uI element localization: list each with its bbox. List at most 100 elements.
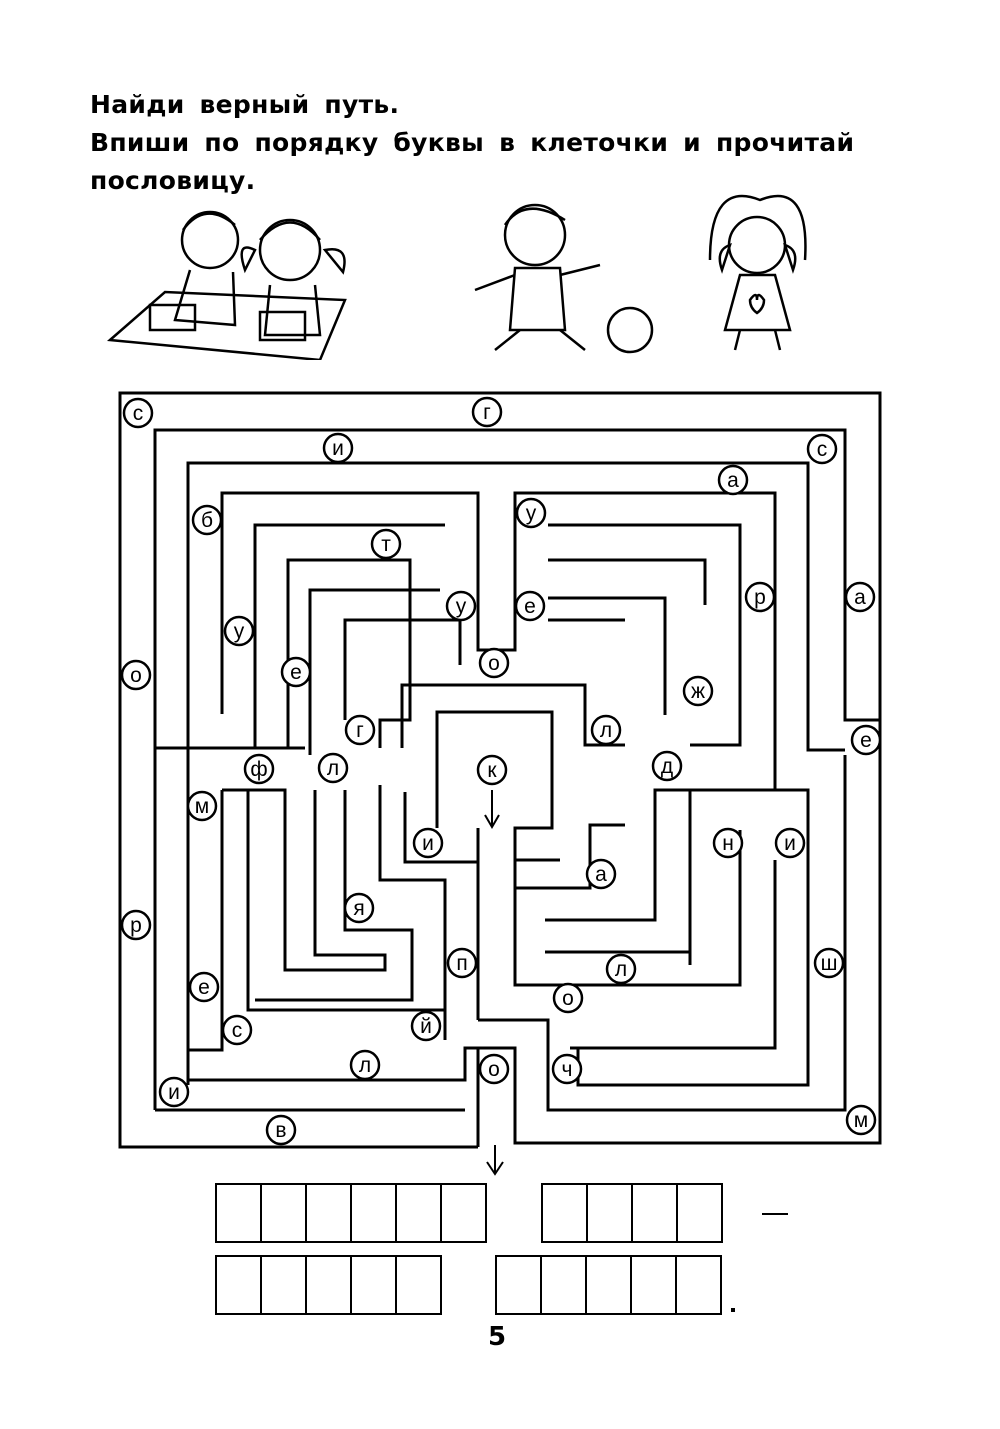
maze-letter: о xyxy=(552,982,584,1014)
maze-letter: б xyxy=(191,504,223,536)
letter-text: л xyxy=(327,757,339,780)
letter-text: а xyxy=(854,586,866,609)
letter-text: м xyxy=(195,795,209,818)
answer-letter-box[interactable] xyxy=(676,1183,723,1243)
letter-text: и xyxy=(784,832,796,855)
answer-letter-box[interactable] xyxy=(395,1255,442,1315)
letter-text: й xyxy=(420,1015,432,1038)
letter-text: е xyxy=(524,595,536,618)
maze-letter: п xyxy=(446,947,478,979)
letter-text: у xyxy=(234,620,245,643)
answer-letter-box[interactable] xyxy=(440,1183,487,1243)
letter-circle xyxy=(551,1053,583,1085)
maze-letter: е xyxy=(514,590,546,622)
letter-circle xyxy=(774,827,806,859)
maze-letter: и xyxy=(322,432,354,464)
answer-letter-box[interactable] xyxy=(260,1255,307,1315)
maze-letter: о xyxy=(478,1053,510,1085)
instruction-text-cont: пословицу. xyxy=(90,166,256,195)
maze-letter: у xyxy=(445,590,477,622)
page-number: 5 xyxy=(488,1322,507,1352)
maze-letter: а xyxy=(717,464,749,496)
instruction-title: Найди верный путь. xyxy=(90,90,400,119)
letter-circle xyxy=(445,590,477,622)
start-arrow xyxy=(484,790,500,829)
letter-text: ч xyxy=(562,1058,573,1081)
letter-text: и xyxy=(332,437,344,460)
letter-text: т xyxy=(381,533,391,556)
answer-letter-box[interactable] xyxy=(541,1183,588,1243)
maze-letter: к xyxy=(476,754,508,786)
letter-text: р xyxy=(130,914,142,937)
letter-text: о xyxy=(562,987,574,1010)
letter-circle xyxy=(806,433,838,465)
answer-letter-box[interactable] xyxy=(215,1183,262,1243)
answer-word-1 xyxy=(215,1183,487,1243)
letter-text: л xyxy=(359,1054,371,1077)
instruction-text: Впиши по порядку буквы в клеточки и проч… xyxy=(90,128,855,157)
answer-letter-box[interactable] xyxy=(260,1183,307,1243)
letter-text: ш xyxy=(821,952,838,975)
maze-letter: е xyxy=(188,971,220,1003)
letter-text: а xyxy=(595,863,607,886)
maze-letter: ч xyxy=(551,1053,583,1085)
maze-letter: й xyxy=(410,1010,442,1042)
letter-text: к xyxy=(487,759,497,782)
maze-letter: м xyxy=(845,1104,877,1136)
answer-word-2 xyxy=(541,1183,723,1243)
letter-text: с xyxy=(817,438,828,461)
maze-letter: н xyxy=(712,827,744,859)
letter-circle xyxy=(585,858,617,890)
dash xyxy=(762,1213,788,1215)
letter-text: л xyxy=(615,958,627,981)
answer-letter-box[interactable] xyxy=(585,1255,632,1315)
boy-with-ball-illustration xyxy=(474,203,654,354)
period xyxy=(731,1308,735,1312)
answer-letter-box[interactable] xyxy=(675,1255,722,1315)
letter-circle xyxy=(349,1049,381,1081)
letter-circle xyxy=(476,754,508,786)
letter-text: у xyxy=(526,502,537,525)
letter-circle xyxy=(446,947,478,979)
maze-letter: т xyxy=(370,528,402,560)
letter-text: г xyxy=(356,719,364,742)
maze-letter: а xyxy=(585,858,617,890)
answer-letter-box[interactable] xyxy=(305,1255,352,1315)
letter-text: а xyxy=(727,469,739,492)
answer-letter-box[interactable] xyxy=(350,1255,397,1315)
answer-letter-box[interactable] xyxy=(350,1183,397,1243)
answer-letter-box[interactable] xyxy=(395,1183,442,1243)
answer-letter-box[interactable] xyxy=(215,1255,262,1315)
letter-circle xyxy=(265,1114,297,1146)
letter-circle xyxy=(471,396,503,428)
letter-circle xyxy=(850,724,882,756)
maze-letter: г xyxy=(471,396,503,428)
letter-circle xyxy=(122,397,154,429)
letter-circle xyxy=(712,827,744,859)
letter-circle xyxy=(478,647,510,679)
answer-letter-box[interactable] xyxy=(540,1255,587,1315)
maze-letter: ф xyxy=(243,753,275,785)
letter-text: с xyxy=(232,1019,243,1042)
letter-text: л xyxy=(600,719,612,742)
maze-letter: л xyxy=(590,714,622,746)
letter-circle xyxy=(158,1076,190,1108)
letter-circle xyxy=(682,675,714,707)
letter-text: о xyxy=(130,664,142,687)
answer-letter-box[interactable] xyxy=(630,1255,677,1315)
letter-circle xyxy=(120,659,152,691)
letter-circle xyxy=(186,790,218,822)
letter-text: и xyxy=(422,832,434,855)
letter-circle xyxy=(322,432,354,464)
answer-letter-box[interactable] xyxy=(495,1255,542,1315)
answer-letter-box[interactable] xyxy=(586,1183,633,1243)
letter-text: м xyxy=(854,1109,868,1132)
maze-letter: и xyxy=(774,827,806,859)
maze-letter: ш xyxy=(813,947,845,979)
answer-letter-box[interactable] xyxy=(305,1183,352,1243)
maze-letter: с xyxy=(122,397,154,429)
answer-word-3 xyxy=(215,1255,442,1315)
answer-letter-box[interactable] xyxy=(631,1183,678,1243)
letter-text: е xyxy=(290,661,302,684)
